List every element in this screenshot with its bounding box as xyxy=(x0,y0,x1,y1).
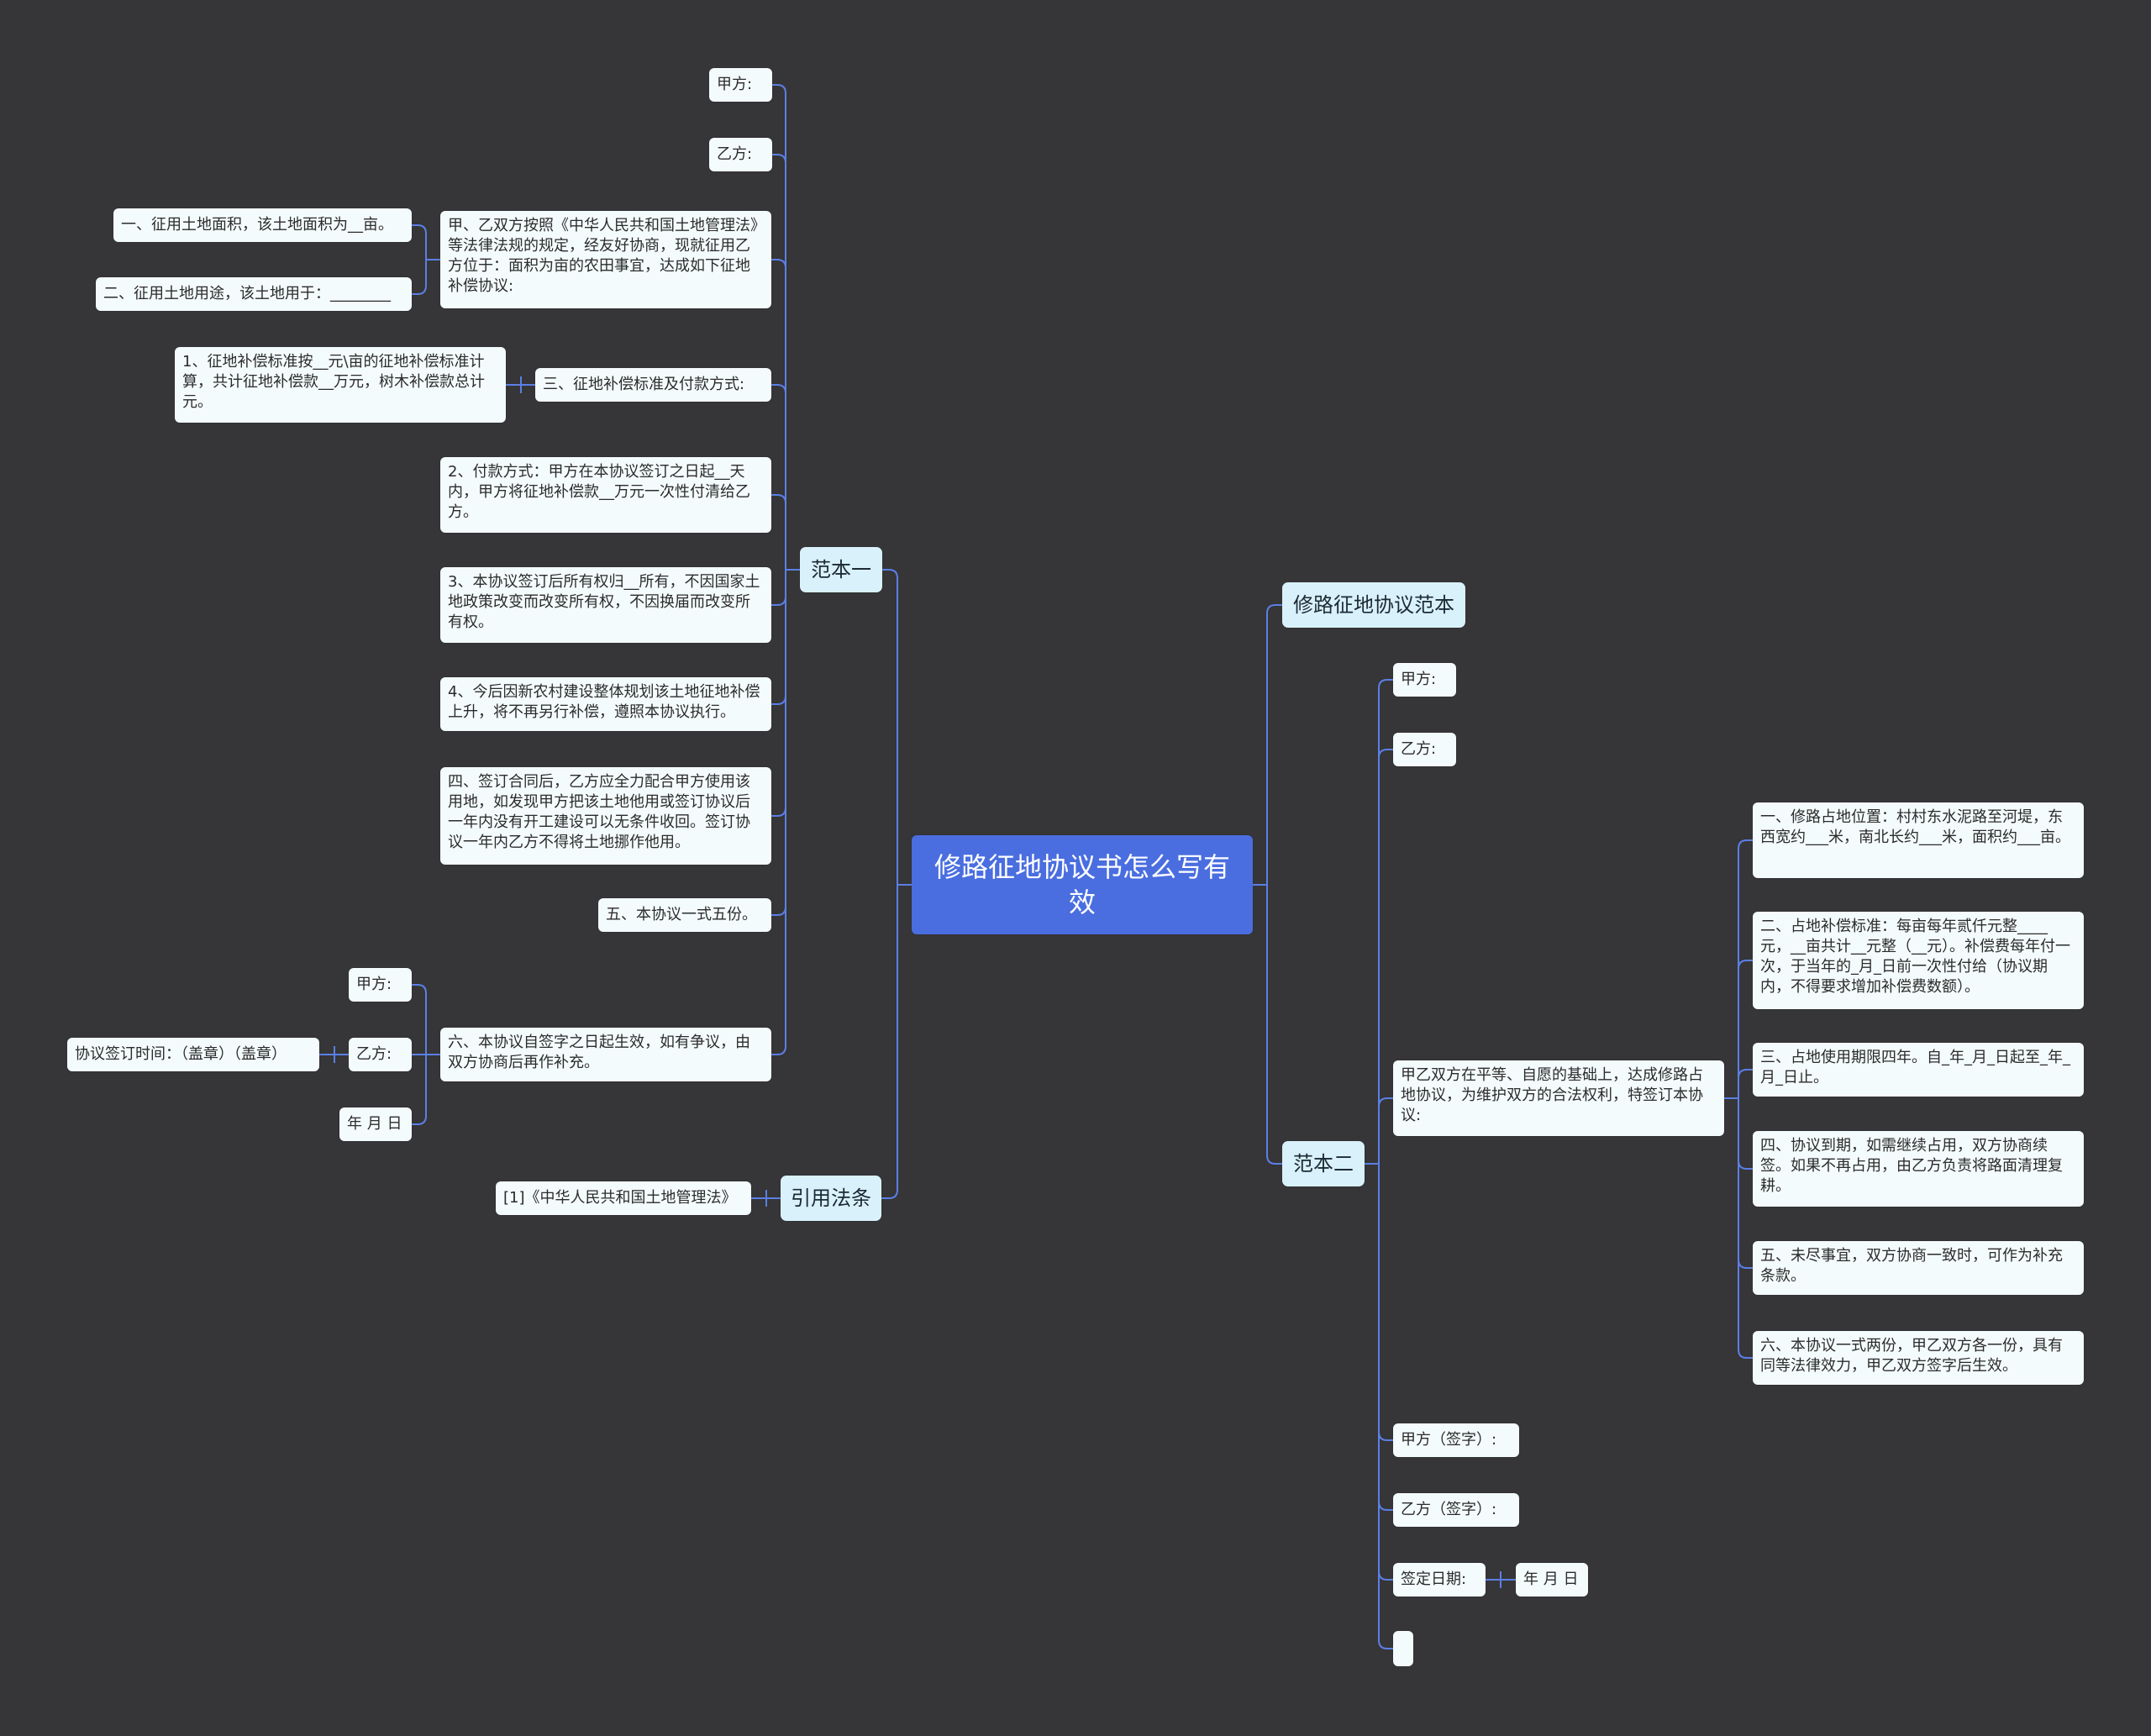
leaf-fb2-sign-date-value[interactable]: 年 月 日 xyxy=(1516,1563,1588,1597)
leaf-fb2-yifang[interactable]: 乙方: xyxy=(1393,733,1456,766)
leaf-fb1-item6-sign-time[interactable]: 协议签订时间：（盖章）（盖章） xyxy=(67,1038,319,1071)
leaf-fb1-future[interactable]: 4、今后因新农村建设整体规划该土地征地补偿上升，将不再另行补偿，遵照本协议执行。 xyxy=(440,677,771,731)
leaf-fb1-item6-date[interactable]: 年 月 日 xyxy=(339,1107,412,1141)
connector-l-intro xyxy=(412,224,440,295)
leaf-fb2-sign-jiafang[interactable]: 甲方（签字）: xyxy=(1393,1423,1519,1457)
leaf-fb1-item4[interactable]: 四、签订合同后，乙方应全力配合甲方使用该用地，如发现甲方把该土地他用或签订协议后… xyxy=(440,767,771,865)
leaf-cited-law-land-act[interactable]: [1]《中华人民共和国土地管理法》 xyxy=(496,1181,751,1215)
connector-r-sd xyxy=(1486,1571,1516,1588)
connector-fb2 xyxy=(1365,679,1393,1649)
connector-root xyxy=(881,569,912,1199)
leaf-fb2-jiafang[interactable]: 甲方: xyxy=(1393,663,1456,697)
connector-l-item3 xyxy=(506,376,535,393)
branch-fanben-1[interactable]: 范本一 xyxy=(800,547,882,592)
leaf-fb1-item3[interactable]: 三、征地补偿标准及付款方式: xyxy=(535,368,771,402)
branch-cited-law[interactable]: 引用法条 xyxy=(781,1176,881,1221)
leaf-fb1-ownership[interactable]: 3、本协议签订后所有权归__所有，不因国家土地政策改变而改变所有权，不因换届而改… xyxy=(440,567,771,643)
root-topic[interactable]: 修路征地协议书怎么写有效 xyxy=(912,835,1253,934)
connector-l-i6yi xyxy=(319,1046,349,1063)
leaf-fb2-location[interactable]: 一、修路占地位置：村村东水泥路至河堤，东西宽约___米，南北长约___米，面积约… xyxy=(1753,802,2084,878)
leaf-fb1-intro-sub-area[interactable]: 一、征用土地面积，该土地面积为__亩。 xyxy=(113,208,412,242)
connector-l-item6 xyxy=(412,984,440,1125)
leaf-fb1-intro-sub-use[interactable]: 二、征用土地用途，该土地用于：________ xyxy=(96,277,412,311)
leaf-fb1-item6-jiafang[interactable]: 甲方: xyxy=(349,968,412,1002)
leaf-fb2-misc[interactable]: 五、未尽事宜，双方协商一致时，可作为补充条款。 xyxy=(1753,1241,2084,1295)
leaf-fb1-payment[interactable]: 2、付款方式：甲方在本协议签订之日起__天内，甲方将征地补偿款__万元一次性付清… xyxy=(440,457,771,533)
leaf-fb2-intro[interactable]: 甲乙双方在平等、自愿的基础上，达成修路占地协议，为维护双方的合法权利，特签订本协… xyxy=(1393,1060,1724,1136)
connector-cite xyxy=(751,1190,781,1207)
leaf-fb2-sign-date[interactable]: 签定日期: xyxy=(1393,1563,1486,1597)
leaf-fb2-empty[interactable] xyxy=(1393,1631,1413,1666)
leaf-fb1-yifang[interactable]: 乙方: xyxy=(709,138,772,171)
leaf-fb2-copies[interactable]: 六、本协议一式两份，甲乙双方各一份，具有同等法律效力，甲乙双方签字后生效。 xyxy=(1753,1331,2084,1385)
leaf-fb2-compensation[interactable]: 二、占地补偿标准：每亩每年贰仟元整____元，__亩共计__元整（__元）。补偿… xyxy=(1753,912,2084,1009)
leaf-fb2-term[interactable]: 三、占地使用期限四年。自_年_月_日起至_年_月_日止。 xyxy=(1753,1043,2084,1097)
leaf-fb1-intro[interactable]: 甲、乙双方按照《中华人民共和国土地管理法》等法律法规的规定，经友好协商，现就征用… xyxy=(440,211,771,308)
leaf-fb1-item6-yifang[interactable]: 乙方: xyxy=(349,1038,412,1071)
connector-r-intro xyxy=(1724,839,1753,1359)
leaf-fb1-item6[interactable]: 六、本协议自签字之日起生效，如有争议，由双方协商后再作补充。 xyxy=(440,1028,771,1081)
leaf-fb1-jiafang[interactable]: 甲方: xyxy=(709,68,772,102)
branch-template-title[interactable]: 修路征地协议范本 xyxy=(1282,582,1465,628)
connector-root xyxy=(1253,604,1282,1165)
leaf-fb1-item5[interactable]: 五、本协议一式五份。 xyxy=(598,898,771,932)
leaf-fb2-sign-yifang[interactable]: 乙方（签字）: xyxy=(1393,1493,1519,1527)
branch-fanben-2[interactable]: 范本二 xyxy=(1282,1141,1365,1186)
leaf-fb1-item3-standard[interactable]: 1、征地补偿标准按__元\亩的征地补偿标准计算，共计征地补偿款__万元，树木补偿… xyxy=(175,347,506,423)
connector-fb1 xyxy=(771,84,800,1055)
leaf-fb2-renewal[interactable]: 四、协议到期，如需继续占用，双方协商续签。如果不再占用，由乙方负责将路面清理复耕… xyxy=(1753,1131,2084,1207)
